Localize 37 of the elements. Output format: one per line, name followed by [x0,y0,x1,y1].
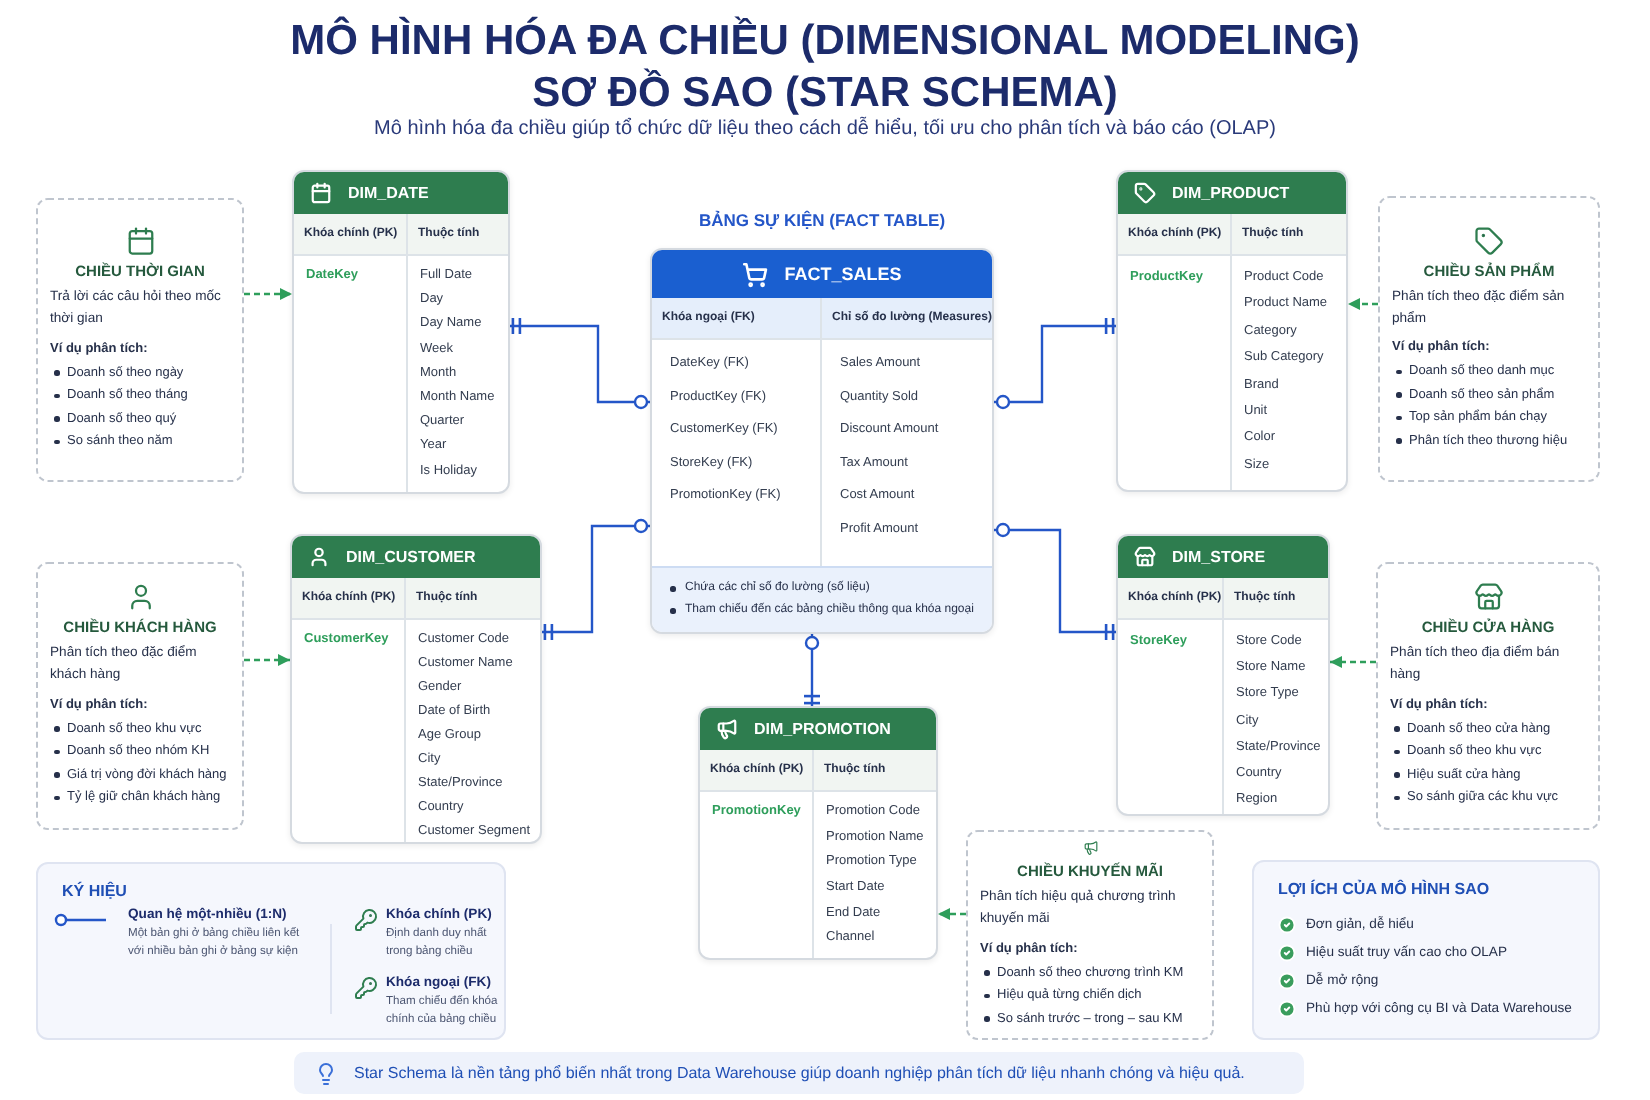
relationship-line [994,318,1116,410]
table-name: FACT_SALES [784,264,902,284]
dashed-arrow [1330,656,1376,668]
dashed-arrow [938,908,966,920]
dashed-arrow [244,654,290,666]
info-card [36,198,244,482]
diagram-description: Mô hình hóa đa chiều giúp tổ chức dữ liệu theo cách dễ hiểu, tối ưu cho phân tích và báo cáo (OLAP) [372,118,1278,140]
footer-text: Star Schema là nền tảng phổ biến nhất trong Data Warehouse giúp doanh nghiệp phân tích dữ liệu nhanh chóng và hiệu quả. [354,1064,1245,1082]
relationship-line [994,522,1116,640]
legend-title: KÝ HIỆU [62,882,127,900]
dimension-table [1116,534,1330,816]
footer-banner [294,1052,1304,1094]
relationship-line [510,318,650,410]
info-card [966,830,1214,1040]
info-card [36,562,244,830]
fact-table [650,248,994,634]
info-card [1376,562,1600,830]
dashed-arrow [244,288,292,300]
legend-panel [36,862,506,1040]
dashed-arrow [1348,298,1378,310]
dimension-table [698,706,938,960]
table-name: DIM_CUSTOMER [346,548,476,566]
dimension-table [1116,170,1348,492]
table-name: DIM_STORE [1172,548,1266,566]
relationship-line [804,634,820,706]
table-name: DIM_PROMOTION [754,720,891,738]
panel-title: LỢI ÍCH CỦA MÔ HÌNH SAO [1278,880,1490,898]
benefits-panel [1252,860,1600,1040]
table-name: DIM_DATE [348,184,429,202]
relationship-line [542,518,650,640]
info-card [1378,196,1600,482]
dimension-table [292,170,510,494]
diagram-subtitle: SƠ ĐỒ SAO (STAR SCHEMA) [530,68,1120,116]
dimension-table [290,534,542,844]
diagram-title: MÔ HÌNH HÓA ĐA CHIỀU (DIMENSIONAL MODELING) [288,16,1362,68]
table-name: DIM_PRODUCT [1172,184,1290,202]
table-heading: BẢNG SỰ KIỆN (FACT TABLE) [696,210,948,230]
